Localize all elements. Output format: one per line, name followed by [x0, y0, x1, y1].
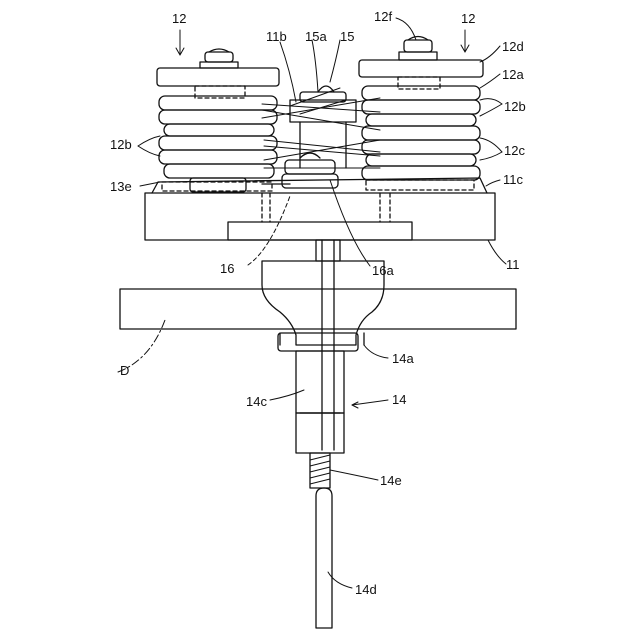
shaft-14-lower [296, 351, 344, 413]
base-lower-boss [228, 222, 412, 240]
label-11c: 11c [503, 173, 523, 186]
label-16a: 16a [372, 264, 394, 277]
leader-lines [118, 18, 506, 588]
base-11 [145, 193, 495, 240]
left-bolt-head [205, 52, 233, 62]
pad-right-dashed [366, 180, 474, 190]
label-12b-left: 12b [110, 138, 132, 151]
label-16: 16 [220, 262, 234, 275]
label-14a: 14a [392, 352, 414, 365]
label-14: 14 [392, 393, 406, 406]
label-14c: 14c [246, 395, 267, 408]
right-cap-12d [359, 60, 483, 77]
label-d: D [120, 364, 129, 377]
rod-14d [316, 488, 332, 628]
label-12f: 12f [374, 10, 392, 23]
label-12b-right: 12b [504, 100, 526, 113]
shaft-14-neck [316, 240, 340, 261]
label-15a: 15a [305, 30, 327, 43]
right-bolt-head [404, 40, 432, 52]
label-12a: 12a [502, 68, 524, 81]
label-15: 15 [340, 30, 354, 43]
label-11: 11 [506, 258, 520, 271]
label-14e: 14e [380, 474, 402, 487]
left-cap-12d [157, 68, 279, 86]
right-pulley-stack [359, 37, 483, 181]
left-pulley-stack [157, 49, 279, 192]
pad-left-dashed [162, 182, 272, 191]
label-12d: 12d [502, 40, 524, 53]
tensioner-15 [290, 86, 356, 168]
label-14d: 14d [355, 583, 377, 596]
shaft-14-bottom [296, 413, 344, 453]
disk-d [120, 289, 516, 329]
shaft-14-hub [278, 333, 358, 351]
label-11b: 11b [266, 30, 287, 43]
label-12c: 12c [504, 144, 525, 157]
label-12-right: 12 [461, 12, 475, 25]
left-bolt-shank [200, 62, 238, 68]
thread-lines [310, 455, 330, 484]
label-13e: 13e [110, 180, 132, 193]
label-12-left: 12 [172, 12, 186, 25]
